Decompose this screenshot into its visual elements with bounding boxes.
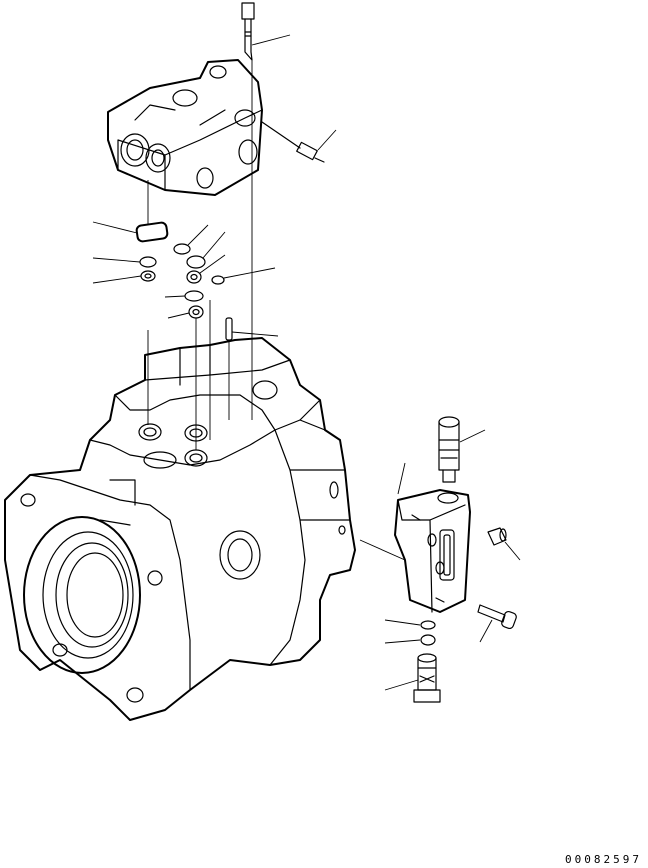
top-bolt (241, 2, 255, 61)
o-ring (420, 620, 436, 630)
leader (187, 224, 209, 246)
leader-pin (231, 331, 279, 337)
leader-bolt (479, 619, 493, 643)
small-seal (211, 275, 225, 285)
connection-line (359, 539, 406, 561)
o-ring (184, 290, 204, 302)
o-ring (139, 256, 157, 268)
bushing (188, 305, 204, 319)
leader-cartridge (459, 429, 486, 443)
leader-o-ring (384, 639, 421, 644)
pump-shaft-opening (23, 516, 141, 674)
leader (202, 231, 226, 259)
leader-o-ring (92, 257, 141, 263)
o-ring (186, 255, 206, 269)
leader-plug (504, 541, 521, 561)
valve-block (394, 489, 471, 613)
leader (164, 295, 186, 298)
leader (167, 312, 190, 319)
gasket (135, 221, 169, 243)
bolt (477, 604, 517, 630)
pump-body (4, 337, 356, 721)
drawing-reference-number: 00082597 (565, 853, 642, 866)
leader-sensor (317, 129, 337, 151)
lower-cartridge (413, 653, 441, 703)
sensor (261, 121, 325, 163)
o-ring (420, 634, 436, 646)
leader (199, 254, 226, 274)
leader (223, 267, 276, 279)
leader-gasket (92, 221, 138, 234)
pin (225, 317, 233, 341)
leader-bushing (92, 275, 142, 284)
leader-o-ring (384, 619, 421, 626)
leader-lower-cartridge (384, 679, 419, 691)
leader (397, 462, 406, 495)
leader-top-bolt (251, 34, 291, 46)
bushing (140, 270, 156, 282)
relief-cartridge (438, 416, 460, 483)
o-ring (173, 243, 191, 255)
valve-head (107, 59, 263, 196)
bushing (186, 270, 202, 284)
vertical-line (147, 330, 230, 425)
plug (487, 527, 507, 546)
